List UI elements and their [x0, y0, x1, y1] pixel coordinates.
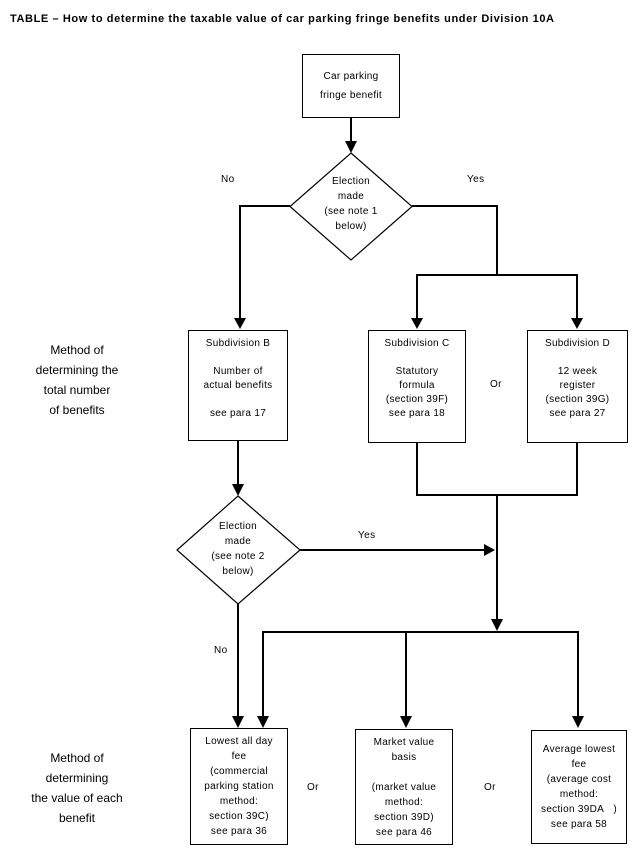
- edge-label-or-value-left: Or: [307, 782, 319, 793]
- connector-decision2-no-to-lowest-fee: [232, 604, 244, 728]
- edge-label-yes-2: Yes: [358, 530, 376, 541]
- connector-start-to-decision1: [345, 118, 357, 153]
- connector-junction-to-value-methods: [257, 631, 584, 728]
- node-average-lowest-fee: Average lowest fee (average cost method:…: [531, 730, 627, 844]
- diagram-title: TABLE – How to determine the taxable val…: [10, 13, 555, 25]
- edge-label-or-value-right: Or: [484, 782, 496, 793]
- node-lowest-all-day-fee: Lowest all day fee (commercial parking s…: [190, 728, 288, 845]
- edge-label-no-1: No: [221, 174, 235, 185]
- row-label-number-of-benefits: Method of determining the total number o…: [35, 343, 119, 417]
- edge-label-yes-1: Yes: [467, 174, 485, 185]
- node-subdivision-d: Subdivision D 12 week register (section …: [527, 330, 628, 443]
- node-subdivision-b: Subdivision B Number of actual benefits …: [188, 330, 288, 441]
- decision1-diamond-shape: [289, 152, 413, 261]
- connector-decision1-no-to-subdivision-b: [234, 205, 290, 329]
- connector-subdivision-b-to-decision2: [232, 441, 244, 496]
- decision2-election-made-label: Election made (see note 2 below): [211, 521, 265, 577]
- edge-label-no-2: No: [214, 645, 228, 656]
- connector-decision1-yes-to-subdivision-c-d: [411, 205, 583, 329]
- decision1-election-made-label: Election made (see note 1 below): [324, 176, 378, 232]
- node-market-value-basis: Market value basis (market value method:…: [355, 729, 453, 845]
- edge-label-or-subdivisions: Or: [490, 379, 502, 390]
- connector-decision2-yes-to-junction: [300, 544, 495, 556]
- row-label-value-of-each-benefit: Method of determining the value of each …: [31, 751, 123, 825]
- node-subdivision-c: Subdivision C Statutory formula (section…: [368, 330, 466, 443]
- node-car-parking-fringe-benefit: Car parking fringe benefit: [302, 54, 400, 118]
- connector-subdivision-c-d-to-junction: [416, 443, 578, 631]
